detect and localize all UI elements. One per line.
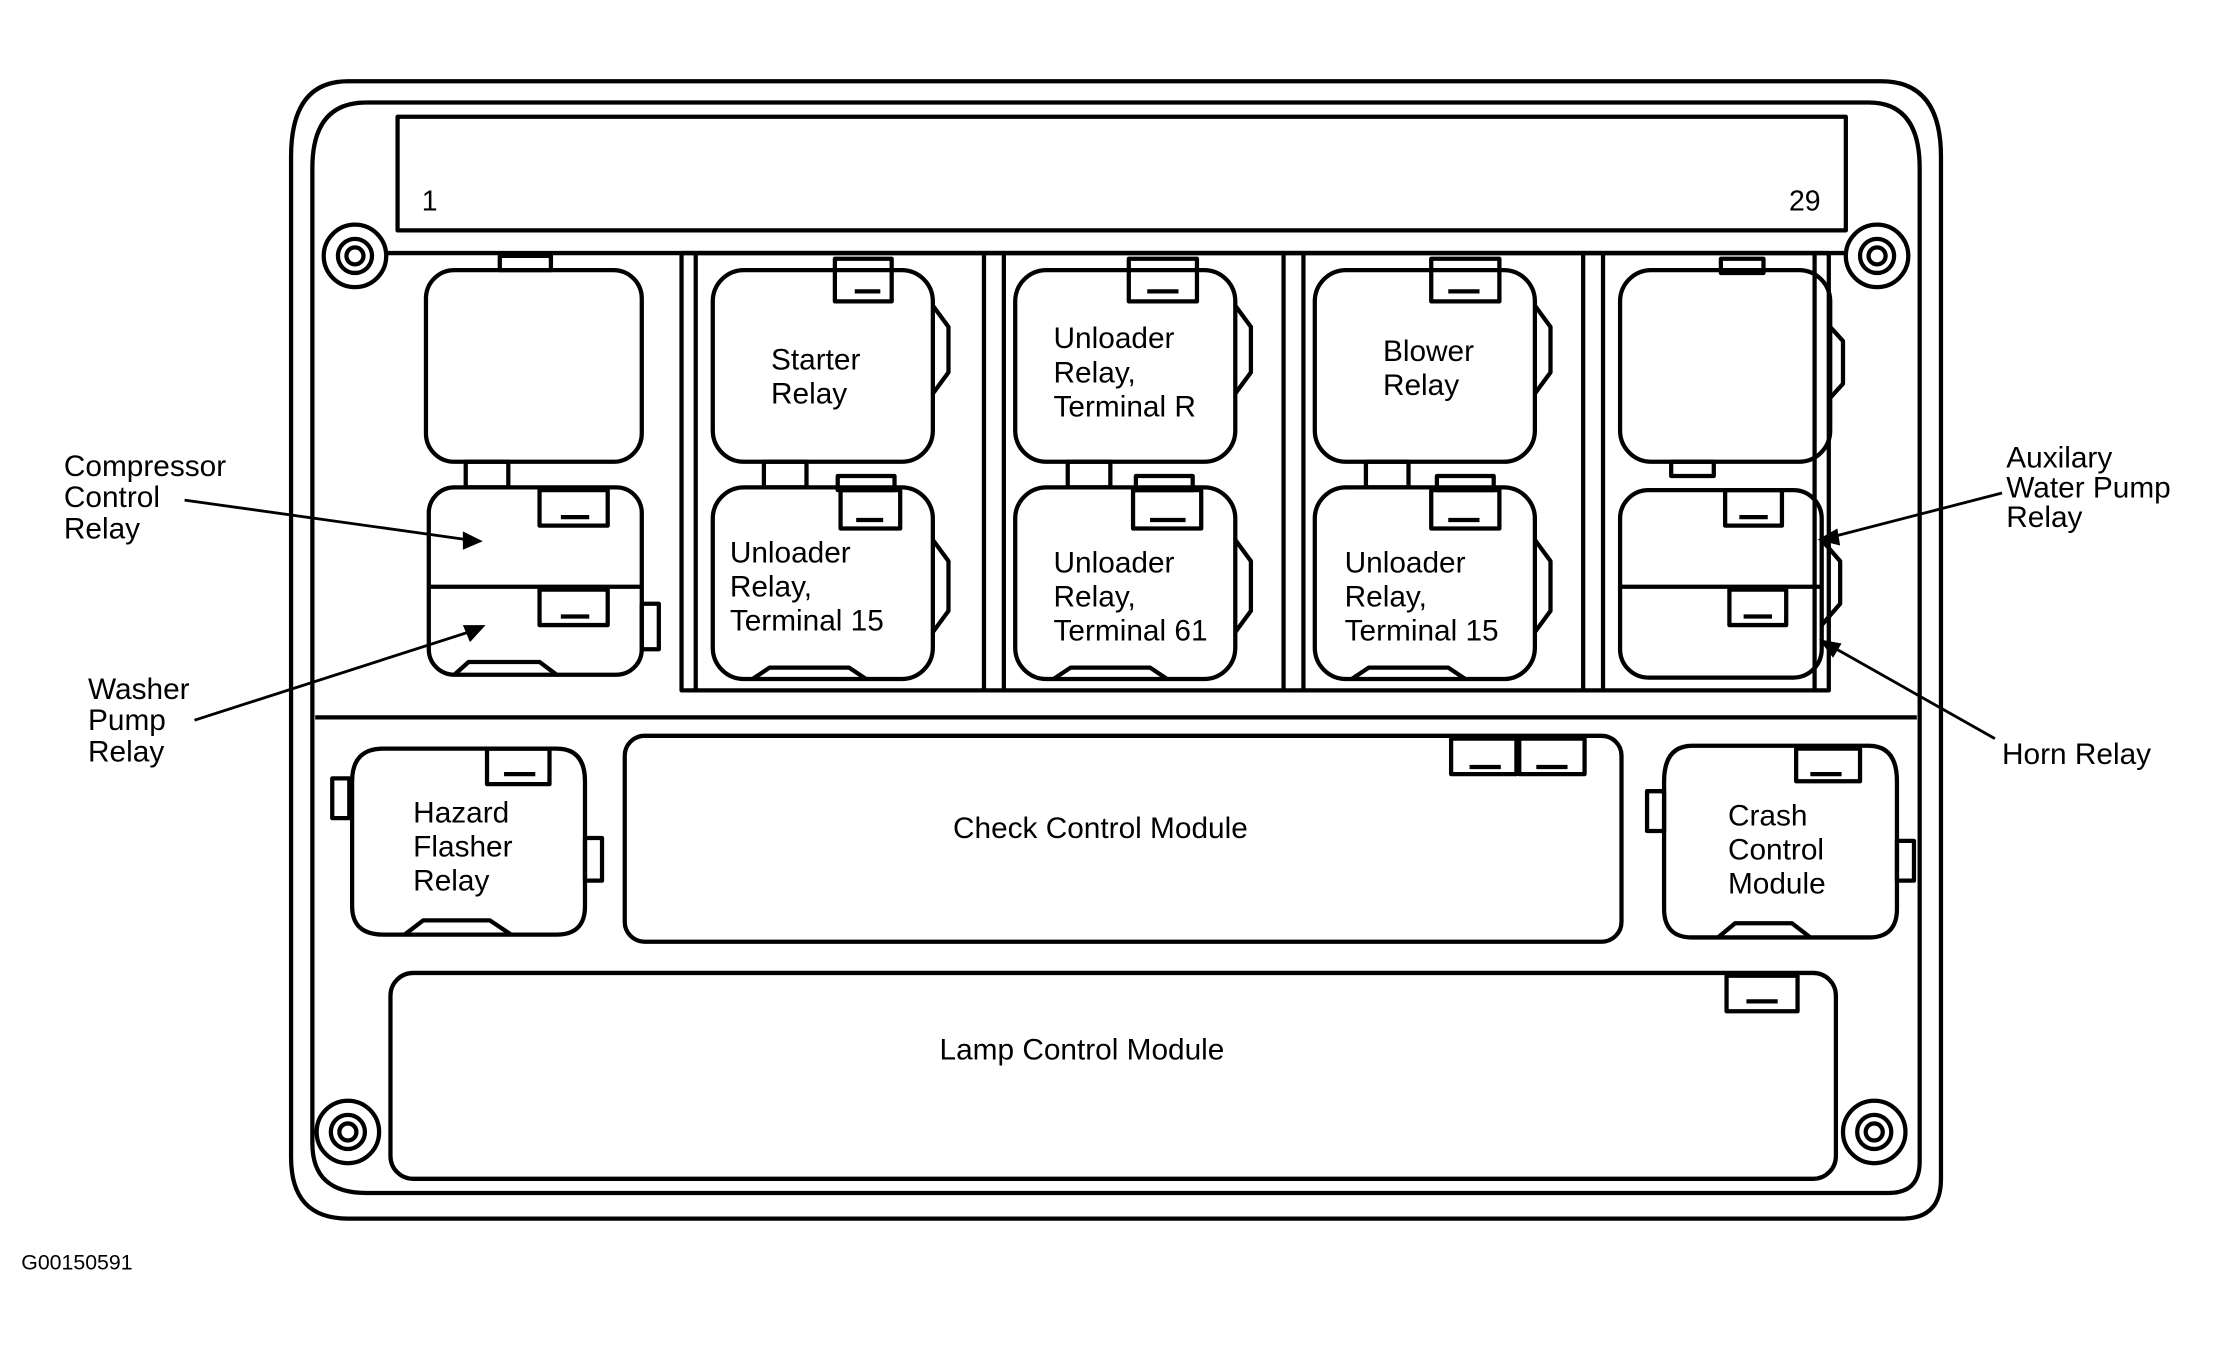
- svg-text:Relay: Relay: [64, 512, 140, 545]
- svg-text:Washer: Washer: [88, 673, 190, 706]
- relay-unloader-terminal-15-right[interactable]: Unloader Relay, Terminal 15: [1312, 485, 1553, 682]
- relay-unloader-terminal-61[interactable]: Unloader Relay, Terminal 61: [1013, 485, 1254, 682]
- figure-id: G00150591: [21, 1251, 132, 1275]
- svg-text:Compressor: Compressor: [64, 450, 226, 483]
- relay-slot-empty-left: [423, 253, 644, 490]
- svg-text:Relay,: Relay,: [730, 571, 812, 604]
- svg-text:Water Pump: Water Pump: [2006, 471, 2170, 504]
- svg-text:Horn Relay: Horn Relay: [2002, 738, 2151, 771]
- svg-text:Auxilary: Auxilary: [2006, 441, 2112, 474]
- module-check-control[interactable]: Check Control Module: [622, 733, 1624, 944]
- mounting-screw-top-right: [1843, 222, 1911, 290]
- svg-text:Unloader: Unloader: [1054, 547, 1175, 580]
- mounting-screw-bottom-left: [314, 1098, 382, 1166]
- svg-text:Pump: Pump: [88, 704, 166, 737]
- svg-text:Relay: Relay: [88, 735, 164, 768]
- housing-outline: [288, 79, 1944, 1221]
- module-lamp-control[interactable]: Lamp Control Module: [388, 970, 1839, 1181]
- callout-horn-relay: Horn Relay: [1818, 639, 2151, 771]
- pin-label-start: 1: [422, 185, 438, 217]
- svg-text:Terminal R: Terminal R: [1054, 390, 1196, 423]
- svg-text:Terminal 15: Terminal 15: [730, 605, 884, 638]
- relay-unloader-terminal-15-left[interactable]: Unloader Relay, Terminal 15: [710, 485, 951, 682]
- relay-compressor-washer[interactable]: [426, 485, 661, 677]
- svg-text:Relay: Relay: [1383, 369, 1459, 402]
- svg-text:Control: Control: [1728, 833, 1824, 866]
- svg-text:Flasher: Flasher: [413, 831, 512, 864]
- svg-text:Crash: Crash: [1728, 799, 1807, 832]
- svg-text:Hazard: Hazard: [413, 796, 509, 829]
- relay-aux-water-pump-horn[interactable]: [1617, 488, 1843, 680]
- mounting-screw-bottom-right: [1840, 1098, 1908, 1166]
- pin-label-end: 29: [1789, 185, 1821, 217]
- arrowhead-icon: [462, 625, 486, 643]
- relay-slot-empty-right: [1617, 256, 1846, 479]
- svg-text:Relay: Relay: [413, 865, 489, 898]
- svg-text:Lamp Control Module: Lamp Control Module: [940, 1034, 1225, 1067]
- svg-text:Relay: Relay: [2006, 501, 2082, 534]
- svg-text:Module: Module: [1728, 867, 1826, 900]
- svg-text:Unloader: Unloader: [1345, 547, 1466, 580]
- svg-text:Blower: Blower: [1383, 335, 1474, 368]
- relay-bay-frame: [679, 250, 1831, 693]
- svg-text:Check Control Module: Check Control Module: [953, 812, 1248, 845]
- svg-text:Relay,: Relay,: [1054, 581, 1136, 614]
- svg-text:Starter: Starter: [771, 343, 860, 376]
- mounting-screw-top-left: [321, 222, 389, 290]
- module-crash-control[interactable]: Crash Control Module: [1644, 743, 1917, 940]
- arrowhead-icon: [1817, 528, 1841, 546]
- svg-text:Unloader: Unloader: [1054, 322, 1175, 355]
- svg-text:Control: Control: [64, 481, 160, 514]
- arrowhead-icon: [462, 531, 483, 550]
- relay-hazard-flasher[interactable]: Hazard Flasher Relay: [330, 746, 605, 937]
- callout-compressor-control-relay: Compressor Control Relay: [64, 450, 483, 550]
- svg-text:Relay,: Relay,: [1345, 581, 1427, 614]
- connector-strip: [395, 114, 1848, 233]
- relay-starter[interactable]: Starter Relay: [710, 256, 951, 464]
- callout-aux-water-pump-relay: Auxilary Water Pump Relay: [1817, 441, 2171, 546]
- svg-text:Relay: Relay: [771, 378, 847, 411]
- svg-text:Relay,: Relay,: [1054, 356, 1136, 389]
- arrowhead-icon: [1818, 639, 1842, 658]
- svg-text:Terminal 61: Terminal 61: [1054, 615, 1208, 648]
- svg-text:Unloader: Unloader: [730, 537, 851, 570]
- svg-text:Terminal 15: Terminal 15: [1345, 615, 1499, 648]
- relay-unloader-terminal-r[interactable]: Unloader Relay, Terminal R: [1013, 256, 1254, 464]
- relay-blower[interactable]: Blower Relay: [1312, 256, 1553, 464]
- callout-washer-pump-relay: Washer Pump Relay: [88, 625, 486, 768]
